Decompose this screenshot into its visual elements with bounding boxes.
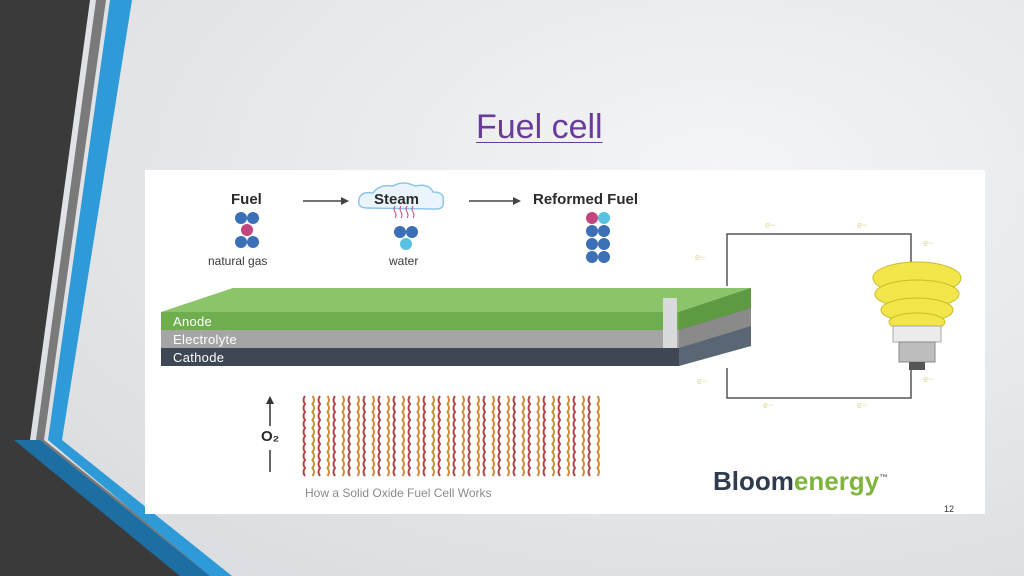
cathode-layer	[161, 348, 679, 366]
oxygen-wave	[362, 395, 367, 477]
arrow-fuel-to-steam	[303, 197, 349, 205]
fuel-cell-diagram: Fuel Steam Reformed Fuel natural gas wat…	[145, 170, 985, 514]
oxygen-wave	[431, 395, 435, 477]
oxygen-wave	[311, 395, 315, 477]
water-label: water	[389, 254, 419, 268]
anode-label: Anode	[173, 314, 213, 329]
steam-cloud-icon	[357, 182, 445, 210]
steam-label: Steam	[374, 191, 420, 208]
oxygen-wave	[347, 395, 352, 477]
oxygen-wave	[596, 395, 600, 477]
cathode-label: Cathode	[173, 350, 225, 365]
oxygen-wave	[467, 395, 472, 477]
oxygen-wave	[551, 395, 555, 477]
blue-stripe	[48, 0, 232, 576]
oxygen-wave	[326, 395, 330, 477]
oxygen-wave	[566, 395, 570, 477]
bloom-energy-logo: Bloomenergy™	[713, 466, 888, 497]
reformed-fuel-label: Reformed Fuel	[533, 191, 639, 208]
oxygen-wave	[386, 395, 390, 477]
oxygen-wave	[461, 395, 465, 477]
dark-stripe	[0, 0, 200, 576]
electron-label: e−	[923, 374, 934, 384]
page-number: 12	[944, 504, 955, 514]
electron-label: e−	[763, 400, 774, 410]
oxygen-wave	[506, 395, 510, 477]
oxygen-wave	[416, 395, 420, 477]
oxygen-wave	[482, 395, 487, 477]
electrolyte-layer	[161, 330, 679, 348]
oxygen-wave	[317, 395, 322, 477]
oxygen-wave	[542, 395, 547, 477]
reformed-fuel-molecules-icon	[586, 212, 610, 263]
oxygen-wave	[341, 395, 345, 477]
electric-circuit-wire	[726, 233, 912, 399]
electron-label: e−	[695, 252, 706, 262]
brand-part-bloom: Bloom	[713, 466, 794, 496]
anode-layer	[161, 312, 679, 330]
electron-label: e−	[923, 238, 934, 248]
oxygen-wave	[437, 395, 442, 477]
oxygen-wave	[356, 395, 360, 477]
oxygen-wave	[587, 395, 592, 477]
oxygen-wave	[302, 395, 307, 477]
electron-label: e−	[857, 220, 868, 230]
steam-vapor-icon	[393, 205, 415, 219]
fuel-label: Fuel	[231, 191, 262, 208]
oxygen-wave	[491, 395, 495, 477]
oxygen-wave	[557, 395, 562, 477]
oxygen-wave	[512, 395, 517, 477]
arrow-steam-to-reformed	[469, 197, 521, 205]
oxygen-wave	[407, 395, 412, 477]
oxygen-wave	[521, 395, 525, 477]
oxygen-wave	[392, 395, 397, 477]
oxygen-wave	[572, 395, 577, 477]
light-bulb-icon	[872, 261, 962, 370]
oxygen-flow-arrow	[266, 396, 274, 472]
oxygen-wave	[476, 395, 480, 477]
oxygen-wave	[446, 395, 450, 477]
trademark-symbol: ™	[879, 472, 889, 483]
electron-label: e−	[765, 220, 776, 230]
electrolyte-label: Electrolyte	[173, 332, 237, 347]
oxygen-wave	[377, 395, 382, 477]
natural-gas-label: natural gas	[208, 254, 268, 268]
water-molecule-icon	[394, 226, 418, 250]
oxygen-wave	[452, 395, 457, 477]
electron-label: e−	[857, 400, 868, 410]
blue-accent-stripe	[14, 440, 210, 576]
oxygen-wave	[497, 395, 502, 477]
oxygen-wave	[536, 395, 540, 477]
oxygen-wave	[401, 395, 405, 477]
oxygen-wave	[581, 395, 585, 477]
gray-stripe	[36, 0, 214, 576]
oxygen-wave	[332, 395, 337, 477]
methane-molecule-icon	[235, 212, 259, 248]
electron-label: e−	[697, 376, 708, 386]
brand-part-energy: energy	[793, 466, 880, 496]
oxygen-waves	[302, 395, 600, 477]
oxygen-wave	[422, 395, 427, 477]
oxygen-wave	[371, 395, 375, 477]
diagram-caption: How a Solid Oxide Fuel Cell Works	[305, 486, 492, 500]
fuel-cell-stack	[161, 288, 751, 366]
oxygen-wave	[527, 395, 532, 477]
slide-title[interactable]: Fuel cell	[476, 108, 603, 146]
oxygen-label: O₂	[261, 428, 280, 445]
diagram-graphics	[161, 182, 962, 477]
